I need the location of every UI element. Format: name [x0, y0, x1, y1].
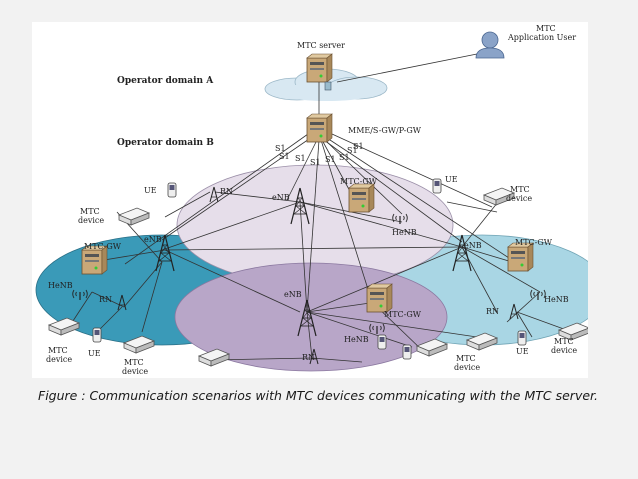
- mtc-device-label: MTC: [456, 354, 476, 363]
- rn-label: RN: [99, 295, 112, 304]
- ue-phone-icon: [377, 334, 387, 350]
- ue-phone-icon: [167, 182, 177, 198]
- mtc-device-label: MTC: [554, 337, 574, 346]
- mtc-device-label: MTC: [80, 207, 100, 216]
- ue-label: UE: [144, 186, 157, 195]
- mme-server-icon: [306, 113, 333, 143]
- mtc-device-label: device: [46, 355, 72, 364]
- ue-label: UE: [516, 347, 529, 356]
- mtc-gw-label: MTC-GW: [340, 177, 378, 186]
- rn-label: RN: [302, 353, 315, 362]
- mtc-device-label: device: [78, 216, 104, 225]
- rn-label: RN: [486, 307, 499, 316]
- ue-phone-icon: [517, 330, 527, 346]
- mtc-device-label: device: [506, 194, 532, 203]
- database-icon: [324, 81, 332, 91]
- ue-phone-icon: [402, 344, 412, 360]
- mtc-server-icon: [306, 53, 333, 83]
- mtc-device-label: device: [454, 363, 480, 372]
- mtc-gw-label: MTC-GW: [84, 242, 122, 251]
- mtc-user-label-2: Application User: [507, 33, 576, 42]
- ue-phone-icon: [92, 327, 102, 343]
- enb-label: eNB: [284, 290, 302, 299]
- enb-label: eNB: [144, 235, 162, 244]
- s1-label: S1: [295, 154, 306, 163]
- mtc-gw-server-icon: [366, 283, 393, 313]
- network-diagram: MTC Application User MTC server Operator…: [35, 24, 588, 376]
- s1-label: S1: [347, 146, 358, 155]
- henb-label: HeNB: [544, 295, 569, 304]
- diagram-panel: MTC Application User MTC server Operator…: [32, 22, 588, 378]
- s1-label: S1: [339, 153, 350, 162]
- figure-caption: Figure : Communication scenarios with MT…: [38, 388, 598, 403]
- ue-label: UE: [88, 349, 101, 358]
- s1-label: S1: [325, 155, 336, 164]
- user-icon: [475, 31, 505, 59]
- mtc-device-label: device: [551, 346, 577, 355]
- s1-label: S1: [275, 144, 286, 153]
- mtc-device-icon: [118, 207, 150, 226]
- s1-label: S1: [279, 152, 290, 161]
- mtc-device-label: MTC: [510, 185, 530, 194]
- mtc-gw-server-icon: [348, 183, 375, 213]
- mtc-gw-label: MTC-GW: [515, 238, 553, 247]
- mtc-gw-label: MTC-GW: [384, 310, 422, 319]
- s1-label: S1: [353, 142, 364, 151]
- operator-domain-b-label: Operator domain B: [117, 138, 214, 148]
- ue-phone-icon: [432, 178, 442, 194]
- rn-label: RN: [220, 187, 233, 196]
- henb-label: HeNB: [392, 228, 417, 237]
- henb-label: HeNB: [48, 281, 73, 290]
- enb-label: eNB: [464, 241, 482, 250]
- links: [68, 51, 573, 363]
- mtc-user-label-1: MTC: [536, 24, 556, 33]
- mtc-device-label: MTC: [48, 346, 68, 355]
- mtc-server-label: MTC server: [297, 41, 345, 50]
- ue-label: UE: [445, 175, 458, 184]
- mtc-device-label: MTC: [124, 358, 144, 367]
- henb-label: HeNB: [344, 335, 369, 344]
- enb-label: eNB: [272, 193, 290, 202]
- mme-label: MME/S-GW/P-GW: [348, 126, 422, 135]
- mtc-device-label: device: [122, 367, 148, 376]
- mtc-gw-server-icon: [507, 242, 534, 272]
- operator-domain-a-label: Operator domain A: [117, 76, 214, 86]
- s1-label: S1: [310, 158, 321, 167]
